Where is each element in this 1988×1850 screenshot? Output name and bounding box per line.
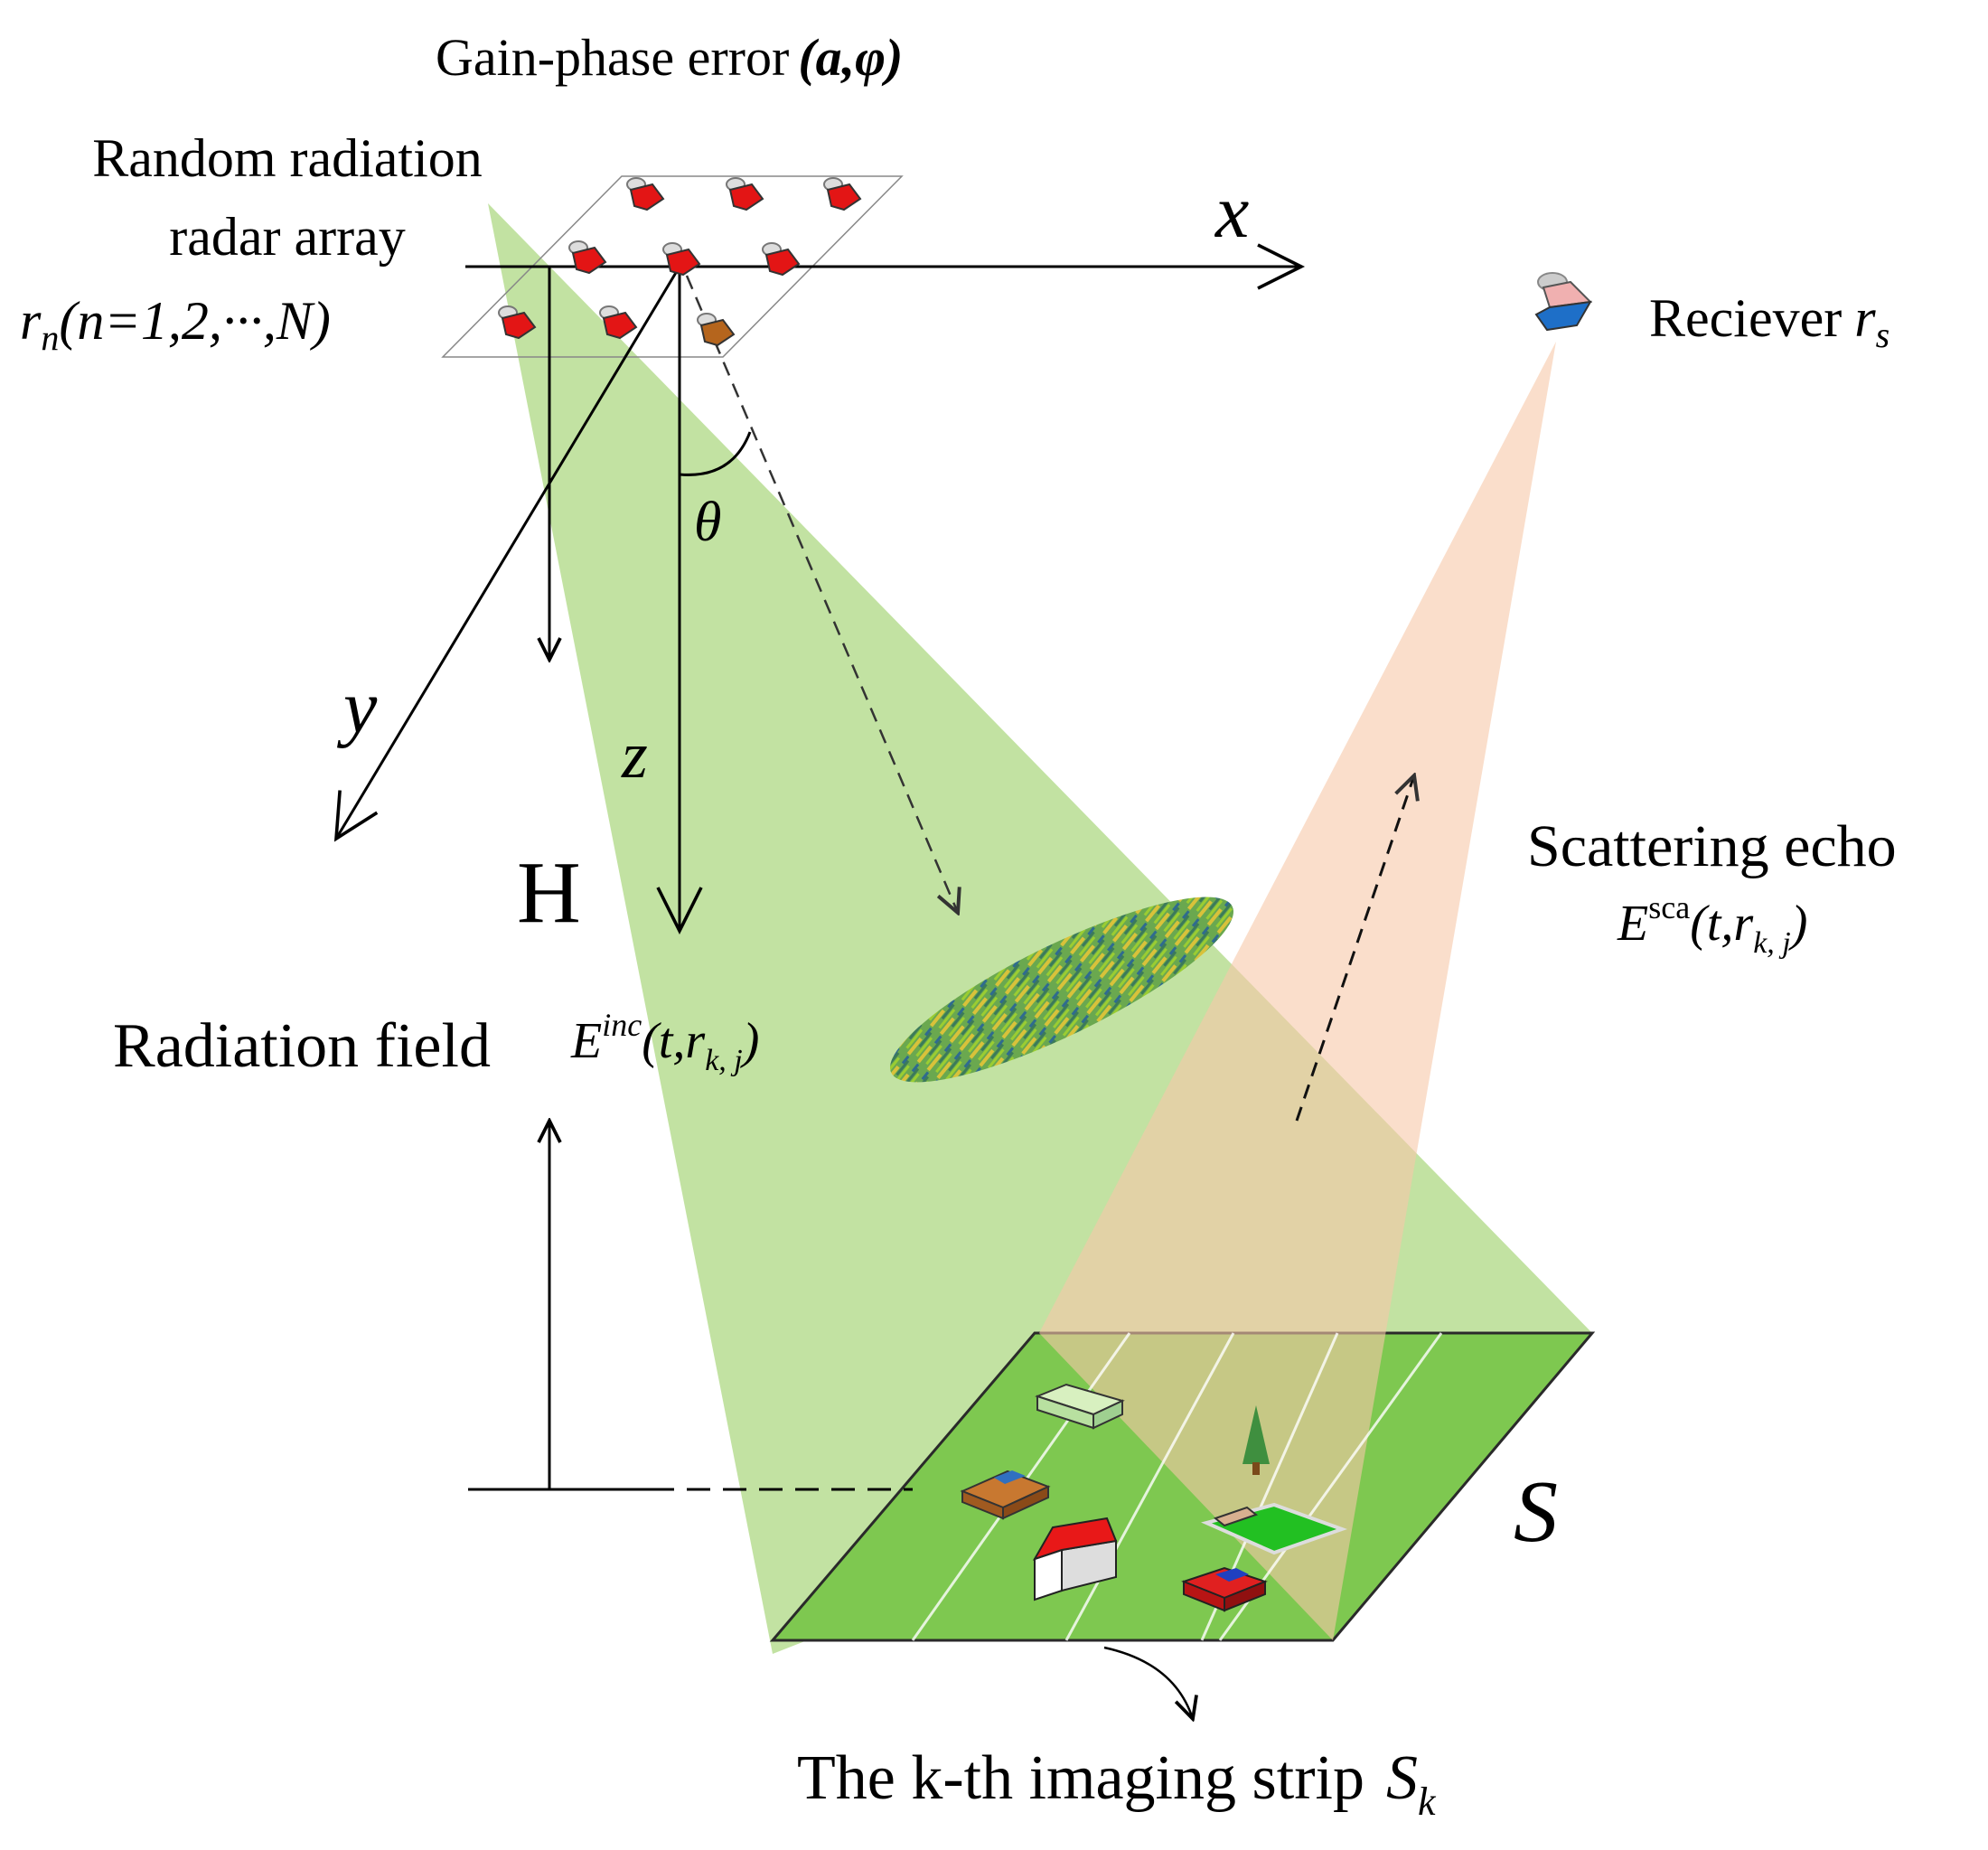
gain-phase-label: Gain-phase error(a,φ) <box>436 28 903 87</box>
theta-arc <box>679 431 752 476</box>
x-axis-label: x <box>1214 170 1249 254</box>
receiver-icon <box>1534 272 1593 332</box>
height-label: H <box>517 844 581 942</box>
radiation-field-label: Radiation field <box>113 1011 491 1081</box>
array-plane <box>441 175 904 358</box>
echo-field-symbol: Esca(t,rk, j) <box>1617 889 1807 960</box>
antenna-icon <box>823 177 862 211</box>
antenna-icon <box>762 242 801 277</box>
antenna-icon <box>568 240 607 275</box>
antenna-icon <box>498 305 537 340</box>
echo-arrow <box>1295 775 1414 1122</box>
beam-center-arrow <box>685 275 958 913</box>
z-axis-label: z <box>621 718 648 793</box>
y-axis-label: y <box>336 665 378 749</box>
theta-label: θ <box>694 492 721 553</box>
car-icon <box>960 1470 1051 1520</box>
scattering-echo-label: Scattering echo <box>1527 813 1897 879</box>
house-icon <box>1032 1517 1118 1601</box>
antenna-icon <box>599 305 638 340</box>
antenna-icon <box>697 313 736 347</box>
antenna-icon <box>662 242 701 277</box>
strip-pointer <box>1103 1646 1193 1719</box>
field-icon <box>1200 1502 1348 1555</box>
car-icon <box>1181 1566 1268 1612</box>
array-title-line2: radar array <box>169 207 405 267</box>
receiver-beam <box>1039 342 1556 1640</box>
radiation-field-symbol: Einc(t,rk, j) <box>570 1007 759 1077</box>
antenna-icon <box>626 177 665 211</box>
array-position-label: rn(n=1,2,···,N) <box>20 291 331 358</box>
radiation-field-pattern <box>889 897 1234 1083</box>
array-title-line1: Random radiation <box>92 128 483 188</box>
antenna-icon <box>726 177 764 211</box>
tree-icon <box>1242 1405 1270 1475</box>
y-axis <box>333 266 681 842</box>
building-icon <box>1035 1383 1125 1430</box>
scene-label: S <box>1514 1463 1558 1561</box>
antenna-array <box>498 177 862 347</box>
